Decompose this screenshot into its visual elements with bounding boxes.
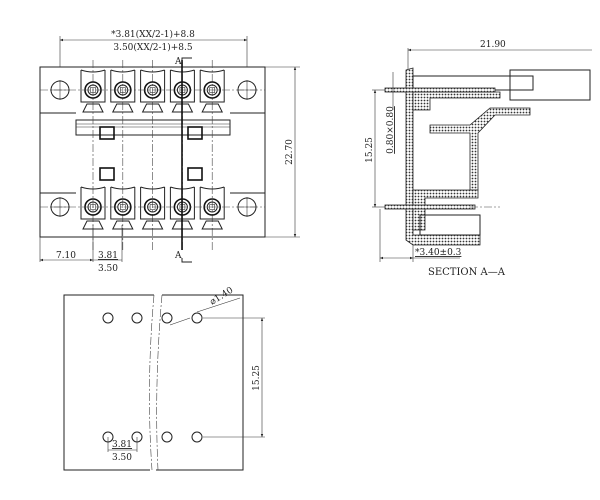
break-line [149,294,155,471]
width-dim-star: *3.81(XX/2-1)+8.8 [111,29,195,40]
pitch-star-dim: 3.81 [98,251,118,261]
pitch-dim: 3.50 [98,264,118,274]
pcb-hole [161,312,173,324]
pcb-hole [131,312,143,324]
latch-window [187,167,203,181]
offset-dim: 7.10 [56,251,76,261]
latch-window [187,126,203,140]
depth-dim: 21.90 [480,40,506,50]
pcb-hole [102,312,114,324]
section-mark-top: A [174,57,182,67]
latch-window [99,126,115,140]
section-view: 21.90 15.25 0.80×0.80 *3.40±0.3 SECTION … [365,40,592,278]
hole-diameter-dim: ⌀1.40 [208,285,235,307]
pcb-hole [191,312,203,324]
pcb-row-spacing-dim: 15.25 [252,365,262,391]
pcb-layout-view: ⌀1.40 15.25 3.81 3.50 [63,285,265,471]
section-caption: SECTION A—A [428,267,506,278]
section-mark-bottom: A [174,251,182,261]
locking-bar [75,119,231,136]
front-view: A A *3.81(XX/2-1)+8.8 3.50(XX/2-1)+8.5 2… [39,29,300,274]
pcb-pitch-star-dim: 3.81 [112,440,132,450]
latch-window [99,167,115,181]
pin-size-dim: 0.80×0.80 [386,106,396,154]
pin-bottom [384,204,476,210]
terminal-screw [140,69,166,113]
pcb-hole [191,431,203,443]
height-dim: 22.70 [285,139,295,165]
pcb-pitch-dim: 3.50 [112,453,132,463]
pcb-hole [161,431,173,443]
width-dim: 3.50(XX/2-1)+8.5 [113,42,193,53]
row-spacing-dim: 15.25 [365,137,375,163]
terminal-screw [140,186,166,230]
hole-dim: *3.40±0.3 [415,248,462,258]
pin-top [384,87,496,93]
